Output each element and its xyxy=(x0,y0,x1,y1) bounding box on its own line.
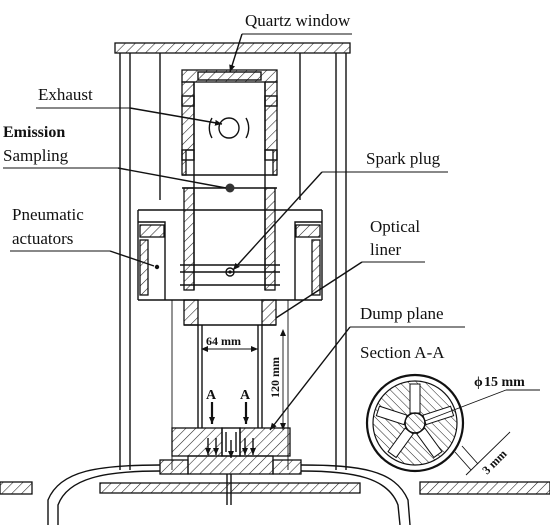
dump-plane-label: Dump plane xyxy=(360,304,444,323)
label-spark-plug: Spark plug xyxy=(232,149,448,271)
spark-plug-label: Spark plug xyxy=(366,149,441,168)
section-a-a-view xyxy=(365,373,465,473)
support-frame xyxy=(114,42,351,470)
dump-plane-block xyxy=(99,427,361,505)
label-pneumatic-actuators: Pneumatic actuators xyxy=(10,205,155,267)
label-optical-liner: Optical liner xyxy=(275,217,425,319)
height-dimension: 120 mm xyxy=(268,357,282,398)
optical-label-line2: liner xyxy=(370,240,401,259)
lower-tube xyxy=(197,325,263,428)
exhaust-label: Exhaust xyxy=(38,85,93,104)
label-dump-plane: Dump plane xyxy=(269,304,465,431)
diameter-symbol: ϕ xyxy=(474,375,483,390)
optical-liner xyxy=(180,187,280,326)
label-emission-sampling: Emission Sampling xyxy=(3,124,227,189)
label-quartz-window: Quartz window xyxy=(229,11,352,73)
diameter-dimension: 15 mm xyxy=(484,375,525,390)
pneumatic-label-line2: actuators xyxy=(12,229,73,248)
label-section: Section A-A xyxy=(360,343,445,362)
slot-dimension: 3 mm xyxy=(479,447,509,477)
quartz-window-label: Quartz window xyxy=(245,11,351,30)
pneumatic-actuators xyxy=(137,209,323,470)
dimension-lines: 64 mm 120 mm xyxy=(201,329,286,430)
exhaust-section xyxy=(181,69,278,290)
flow-arrows xyxy=(205,438,256,458)
emission-label-line1: Emission xyxy=(3,124,65,141)
section-mark-right: A xyxy=(240,388,251,403)
width-dimension: 64 mm xyxy=(206,334,241,348)
section-mark-left: A xyxy=(206,388,217,403)
pneumatic-label-line1: Pneumatic xyxy=(12,205,84,224)
optical-label-line1: Optical xyxy=(370,217,420,236)
section-label: Section A-A xyxy=(360,343,445,362)
emission-label-line2: Sampling xyxy=(3,146,69,165)
label-exhaust: Exhaust xyxy=(36,85,223,126)
section-marks: A A xyxy=(206,388,251,424)
